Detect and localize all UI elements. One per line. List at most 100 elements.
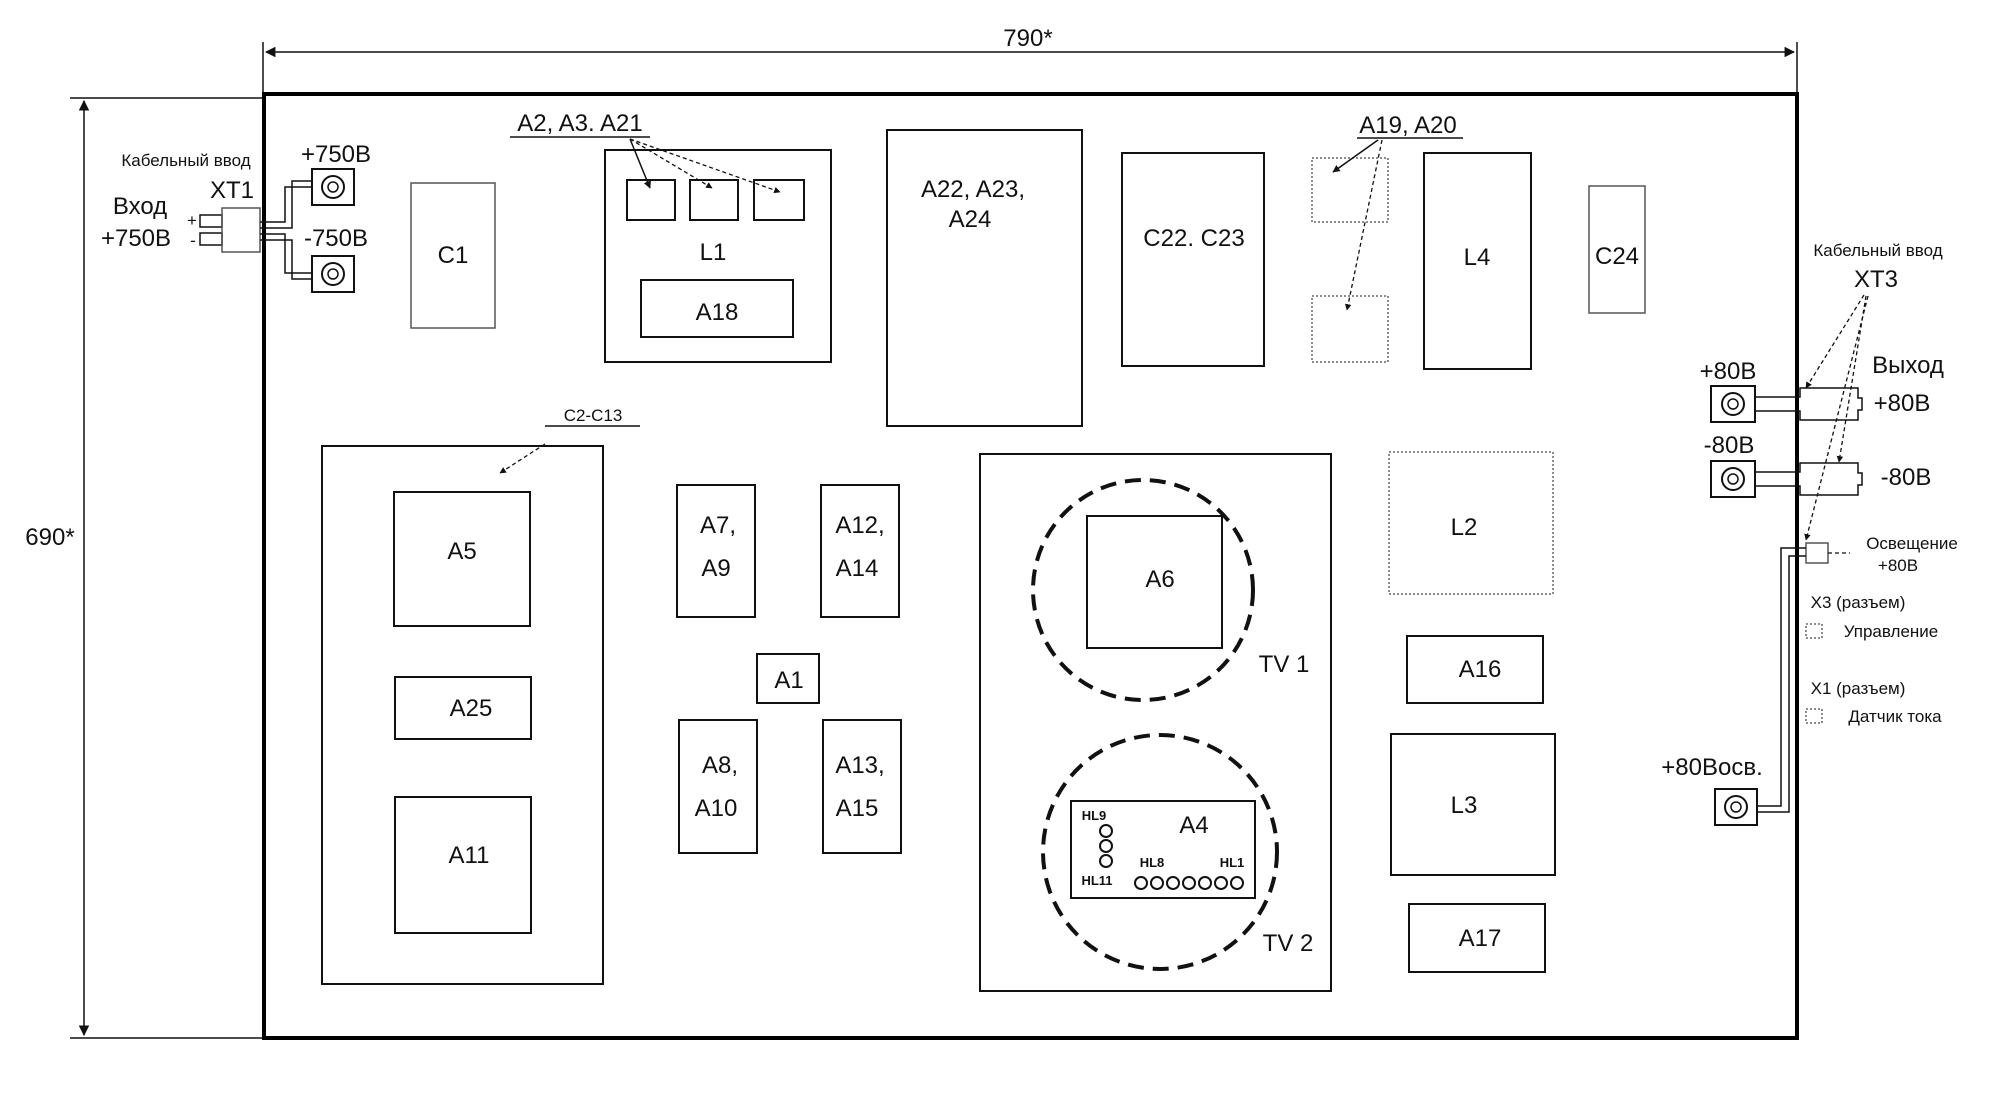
width-dimension: 790* [262, 25, 1798, 95]
a22-label-line2: A24 [949, 206, 992, 233]
lighting-label-line2: +80В [1878, 556, 1918, 575]
module-a3 [689, 179, 739, 221]
xt1-pin-minus [199, 232, 223, 246]
l2-label: L2 [1451, 514, 1478, 541]
block-l1 [604, 149, 832, 363]
width-dimension-label: 790* [1003, 25, 1052, 52]
terminal-plus-80-label: +80В [1700, 358, 1757, 385]
module-a2 [626, 179, 676, 221]
xt1-connector [221, 207, 261, 253]
module-a6 [1086, 515, 1223, 649]
group-a2-a3-a21: A2, A3. A21 L1 A18 [510, 110, 832, 363]
component-l3 [1390, 733, 1556, 876]
x3-label: X3 (разъем) [1811, 593, 1906, 612]
module-a25 [394, 676, 532, 740]
a2-a3-a21-label: A2, A3. A21 [517, 110, 642, 137]
enclosure-frame [262, 92, 1799, 1040]
hl9-label: HL9 [1082, 808, 1107, 823]
output-label: Выход [1872, 352, 1944, 379]
output-cable-minus [1755, 462, 1863, 496]
component-c22-c23 [1121, 152, 1265, 367]
block-c2-c13: C2-C13 A5 A25 A11 [321, 406, 640, 985]
module-a4 [1070, 800, 1256, 899]
a13-label-line2: A15 [836, 795, 879, 822]
module-a8-a10 [678, 719, 758, 854]
terminal-minus-750-label: -750В [304, 225, 368, 252]
c22-c23-label: C22. C23 [1143, 225, 1244, 252]
a17-label: A17 [1459, 925, 1502, 952]
a22-label-line1: A22, A23, [921, 176, 1025, 203]
transformer-block: A6 TV 1 A4 HL9 HL11 HL8 HL1 TV 2 [979, 453, 1332, 992]
x1-label: X1 (разъем) [1811, 679, 1906, 698]
input-voltage-label: +750В [101, 225, 171, 252]
terminal-minus-750 [311, 255, 355, 293]
c1-label: C1 [438, 242, 469, 269]
module-a1 [756, 653, 820, 704]
cable-entry-label-right: Кабельный ввод [1813, 241, 1942, 260]
a6-label: A6 [1145, 566, 1174, 593]
x3-connector [1805, 623, 1823, 639]
c24-label: C24 [1595, 243, 1639, 270]
a16-label: A16 [1459, 656, 1502, 683]
module-a19 [1311, 157, 1389, 223]
a12-label-line1: A12, [835, 512, 884, 539]
c2-c13-label: C2-C13 [564, 406, 623, 425]
a25-label: A25 [450, 695, 493, 722]
module-a20 [1311, 295, 1389, 363]
l1-label: L1 [700, 239, 727, 266]
module-a11 [394, 796, 532, 934]
group-a19-a20: A19, A20 [1311, 112, 1463, 363]
lighting-terminal-label: +80Восв. [1661, 754, 1762, 781]
component-c1 [410, 182, 496, 329]
hl8-label: HL8 [1140, 855, 1165, 870]
output-cable-plus [1755, 387, 1863, 421]
terminal-plus-750-label: +750В [301, 141, 371, 168]
terminal-lighting-80 [1714, 788, 1758, 826]
hl11-label: HL11 [1081, 873, 1112, 888]
terminal-plus-80 [1710, 385, 1756, 423]
a11-label: A11 [449, 842, 490, 869]
a7-label-line2: A9 [701, 555, 730, 582]
component-l2 [1388, 451, 1554, 595]
module-a12-a14 [820, 484, 900, 618]
lighting-connector [1805, 542, 1829, 564]
lighting-label-line1: Освещение [1866, 534, 1958, 553]
transformer-tv1 [1031, 478, 1255, 702]
a19-a20-label: A19, A20 [1359, 112, 1456, 139]
a8-label-line2: A10 [695, 795, 738, 822]
a5-label: A5 [447, 538, 476, 565]
component-c24 [1588, 185, 1646, 314]
x1-connector [1805, 708, 1823, 724]
output-minus-80-label: -80В [1881, 464, 1932, 491]
plus-sign: + [187, 211, 197, 230]
component-a22-a23-a24 [886, 129, 1083, 427]
module-a13-a15 [822, 719, 902, 854]
terminal-minus-80-label: -80В [1704, 432, 1755, 459]
height-dimension: 690* [25, 97, 264, 1039]
a13-label-line1: A13, [835, 752, 884, 779]
current-sensor-label: Датчик тока [1848, 707, 1942, 726]
xt1-pin-plus [199, 214, 223, 228]
tv2-label: TV 2 [1263, 930, 1314, 957]
module-a17 [1408, 903, 1546, 973]
a8-label-line1: A8, [702, 752, 738, 779]
hl1-label: HL1 [1220, 855, 1245, 870]
tv1-label: TV 1 [1259, 651, 1310, 678]
indicator-leds [1099, 824, 1244, 890]
lighting-wire-a [1757, 547, 1806, 807]
control-label: Управление [1844, 622, 1939, 641]
output-cable-entry: Кабельный ввод XT3 Выход +80В +80В -80В … [1661, 241, 1958, 826]
xt3-label: XT3 [1854, 266, 1898, 293]
module-a21 [753, 179, 805, 221]
input-label: Вход [113, 193, 167, 220]
terminal-plus-750 [311, 168, 355, 206]
output-plus-80-label: +80В [1874, 390, 1931, 417]
component-l4 [1423, 152, 1532, 370]
transformer-tv2 [1041, 733, 1279, 971]
a7-label-line1: A7, [700, 512, 736, 539]
l3-label: L3 [1451, 792, 1478, 819]
a12-label-line2: A14 [836, 555, 879, 582]
a4-label: A4 [1179, 812, 1208, 839]
module-a5 [393, 491, 531, 627]
